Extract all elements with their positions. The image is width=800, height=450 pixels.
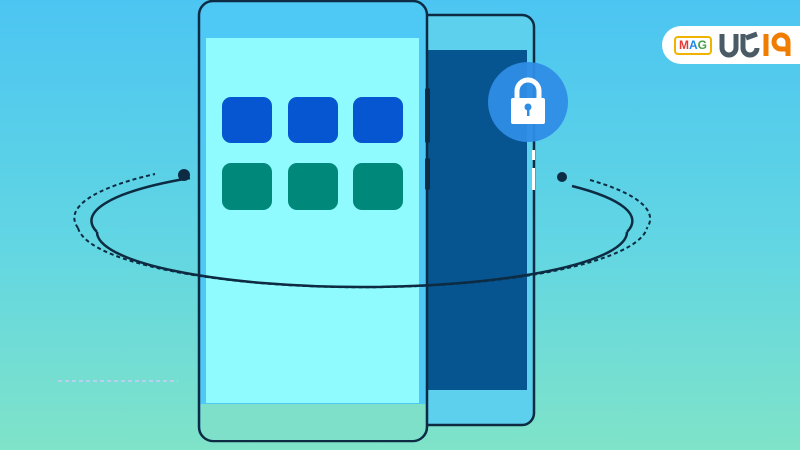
app-icon[interactable]: [288, 163, 338, 210]
app-icon[interactable]: [288, 97, 338, 143]
app-icon[interactable]: [353, 163, 403, 210]
lock-icon: [514, 77, 542, 99]
site-logo[interactable]: MAG: [662, 26, 800, 64]
app-icon[interactable]: [353, 97, 403, 143]
front-phone-screen: [206, 38, 419, 403]
orbit-dashed-back-right: [589, 179, 652, 229]
mag-badge: MAG: [674, 35, 713, 55]
orbit-dot-right: [557, 172, 567, 182]
app-icon[interactable]: [222, 163, 272, 210]
front-phone: [197, 0, 430, 443]
lock-badge: [488, 62, 568, 142]
app-icon[interactable]: [222, 97, 272, 143]
orbit-dot-left: [178, 169, 190, 181]
orbit-dashed-back: [73, 173, 156, 229]
orbit-dashed-front: [77, 227, 648, 289]
orbit-solid-back: [90, 176, 191, 233]
brand-wordmark: [719, 31, 791, 58]
orbit-solid-back-right: [571, 184, 634, 233]
app-grid: [222, 97, 403, 210]
